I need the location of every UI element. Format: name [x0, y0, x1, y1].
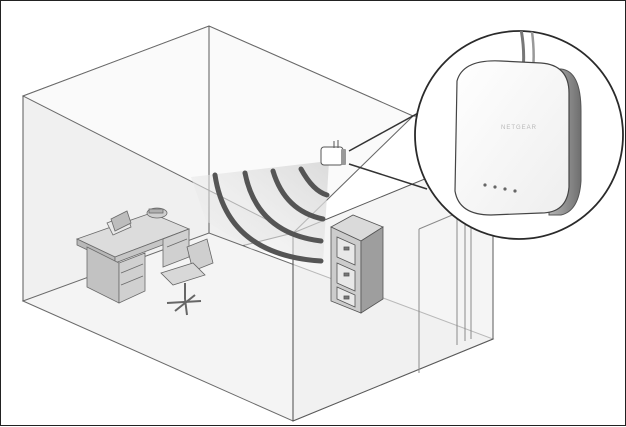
access-point-body — [455, 61, 569, 215]
access-point-logo: NETGEAR — [501, 125, 537, 131]
file-cabinet — [331, 215, 383, 313]
desk-phone-icon — [147, 208, 167, 218]
magnified-device-callout: NETGEAR — [415, 25, 623, 239]
